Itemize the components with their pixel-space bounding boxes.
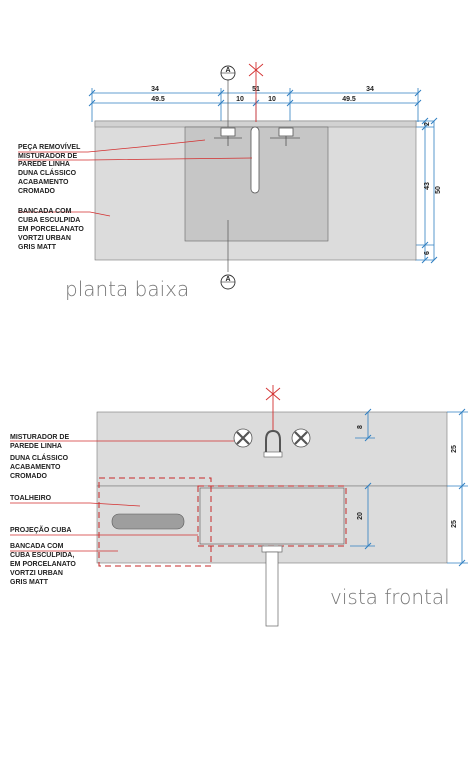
plan-removable-piece (94, 120, 417, 128)
dim-front-top-25: 25 (451, 445, 458, 453)
plan-mist-l4: ACABAMENTO (18, 179, 69, 186)
dim-front-bottom-25: 25 (451, 520, 458, 528)
plan-banc-l2: CUBA ESCULPIDA (18, 217, 80, 224)
plan-mist-l1: MISTURADOR DE (18, 153, 77, 160)
dim-front-20: 20 (357, 512, 364, 520)
front-proj-l1: PROJEÇÃO CUBA (10, 525, 71, 534)
towel-area-projection (98, 477, 212, 567)
front-title: vista frontal (330, 585, 450, 609)
towel-rail (111, 513, 185, 530)
center-axis-icon (248, 62, 264, 122)
plan-title: planta baixa (65, 277, 189, 301)
front-dimension-ticks (364, 408, 466, 567)
front-mist-l3: DUNA CLÁSSICO (10, 453, 69, 462)
section-marker-top: A (220, 65, 236, 81)
plan-banc-l5: GRIS MATT (18, 244, 57, 251)
dim-mid-c1: 10 (236, 96, 244, 103)
front-wall-panel (96, 411, 448, 487)
plan-label-peca-removivel: PEÇA REMOVÍVEL (18, 142, 81, 151)
plan-banc-l3: EM PORCELANATO (18, 226, 84, 233)
section-marker-bottom: A (220, 274, 236, 290)
plan-label-bancada: BANCADA COM CUBA ESCULPIDA EM PORCELANAT… (18, 208, 86, 251)
front-banc-l2: CUBA ESCULPIDA, (10, 552, 74, 559)
front-label-toalheiro: TOALHEIRO (10, 495, 52, 502)
front-dimension-lines (350, 411, 468, 564)
front-center-axis-icon (265, 385, 281, 430)
front-label-misturador: MISTURADOR DE PAREDE LINHA DUNA CLÁSSICO… (10, 434, 71, 480)
dim-mid-left: 49.5 (151, 96, 165, 103)
plan-view: 34 51 34 49.5 10 10 49.5 2 43 6 50 (18, 62, 442, 301)
dim-side-top: 2 (424, 122, 431, 126)
front-banc-l5: GRIS MATT (10, 579, 49, 586)
plan-banc-l1: BANCADA COM (18, 208, 72, 215)
dim-mid-right: 49.5 (342, 96, 356, 103)
plan-dimension-ticks (88, 89, 438, 264)
front-toal-l1: TOALHEIRO (10, 495, 52, 502)
front-mist-l4: ACABAMENTO (10, 464, 61, 471)
front-mist-l2: PAREDE LINHA (10, 443, 62, 450)
front-mist-l5: CROMADO (10, 473, 47, 480)
dim-front-small: 8 (357, 425, 364, 429)
plan-label-misturador: MISTURADOR DE PAREDE LINHA DUNA CLÁSSICO… (18, 153, 79, 195)
dim-side-total: 50 (435, 186, 442, 194)
dim-top-left: 34 (151, 86, 159, 93)
dim-top-right: 34 (366, 86, 374, 93)
plan-faucet (214, 126, 300, 194)
front-label-projecao: PROJEÇÃO CUBA (10, 525, 71, 534)
plan-banc-l4: VORTZI URBAN (18, 235, 71, 242)
plan-mist-l5: CROMADO (18, 188, 55, 195)
dim-side-mid: 43 (424, 182, 431, 190)
front-banc-l4: VORTZI URBAN (10, 570, 63, 577)
front-view: 8 20 25 25 MISTURADOR DE PAREDE LINHA DU… (10, 385, 468, 627)
front-mist-l1: MISTURADOR DE (10, 434, 69, 441)
front-faucet (233, 428, 311, 458)
front-banc-l3: EM PORCELANATO (10, 561, 76, 568)
basin-outline (199, 487, 345, 545)
plan-leaders (18, 139, 253, 217)
section-marker-top-label: A (225, 67, 230, 74)
section-marker-bottom-label: A (225, 276, 230, 283)
dim-side-bottom: 6 (424, 251, 431, 255)
plan-mist-l2: PAREDE LINHA (18, 161, 70, 168)
front-leaders (10, 440, 234, 552)
front-label-bancada: BANCADA COM CUBA ESCULPIDA, EM PORCELANA… (10, 543, 78, 586)
plan-mist-l3: DUNA CLÁSSICO (18, 168, 77, 177)
front-banc-l1: BANCADA COM (10, 543, 64, 550)
dim-mid-c2: 10 (268, 96, 276, 103)
plan-label-peca-line: PEÇA REMOVÍVEL (18, 142, 81, 151)
drain-pipe (261, 545, 283, 627)
